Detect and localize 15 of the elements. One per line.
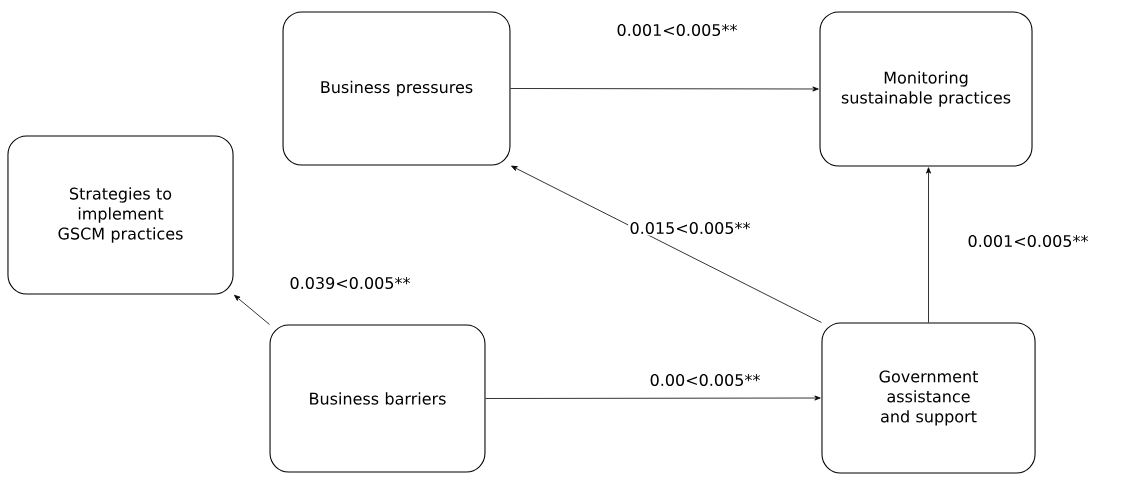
process-box: Government assistance and support	[821, 322, 1036, 474]
process-box: Business pressures	[282, 11, 511, 166]
edge-label: 0.001<0.005**	[615, 22, 739, 38]
arrow	[485, 395, 821, 401]
process-box: Strategies to implement GSCM practices	[7, 135, 234, 295]
arrow	[234, 294, 270, 325]
edge-label: 0.00<0.005**	[648, 372, 762, 388]
arrow	[510, 86, 819, 92]
arrow	[926, 167, 931, 323]
process-box: Monitoring sustainable practices	[819, 11, 1033, 167]
process-box: Business barriers	[269, 324, 486, 473]
edge-label: 0.039<0.005**	[288, 275, 412, 291]
edge-label: 0.001<0.005**	[966, 233, 1090, 249]
edge-label: 0.015<0.005**	[628, 220, 752, 236]
arrow	[511, 165, 822, 323]
